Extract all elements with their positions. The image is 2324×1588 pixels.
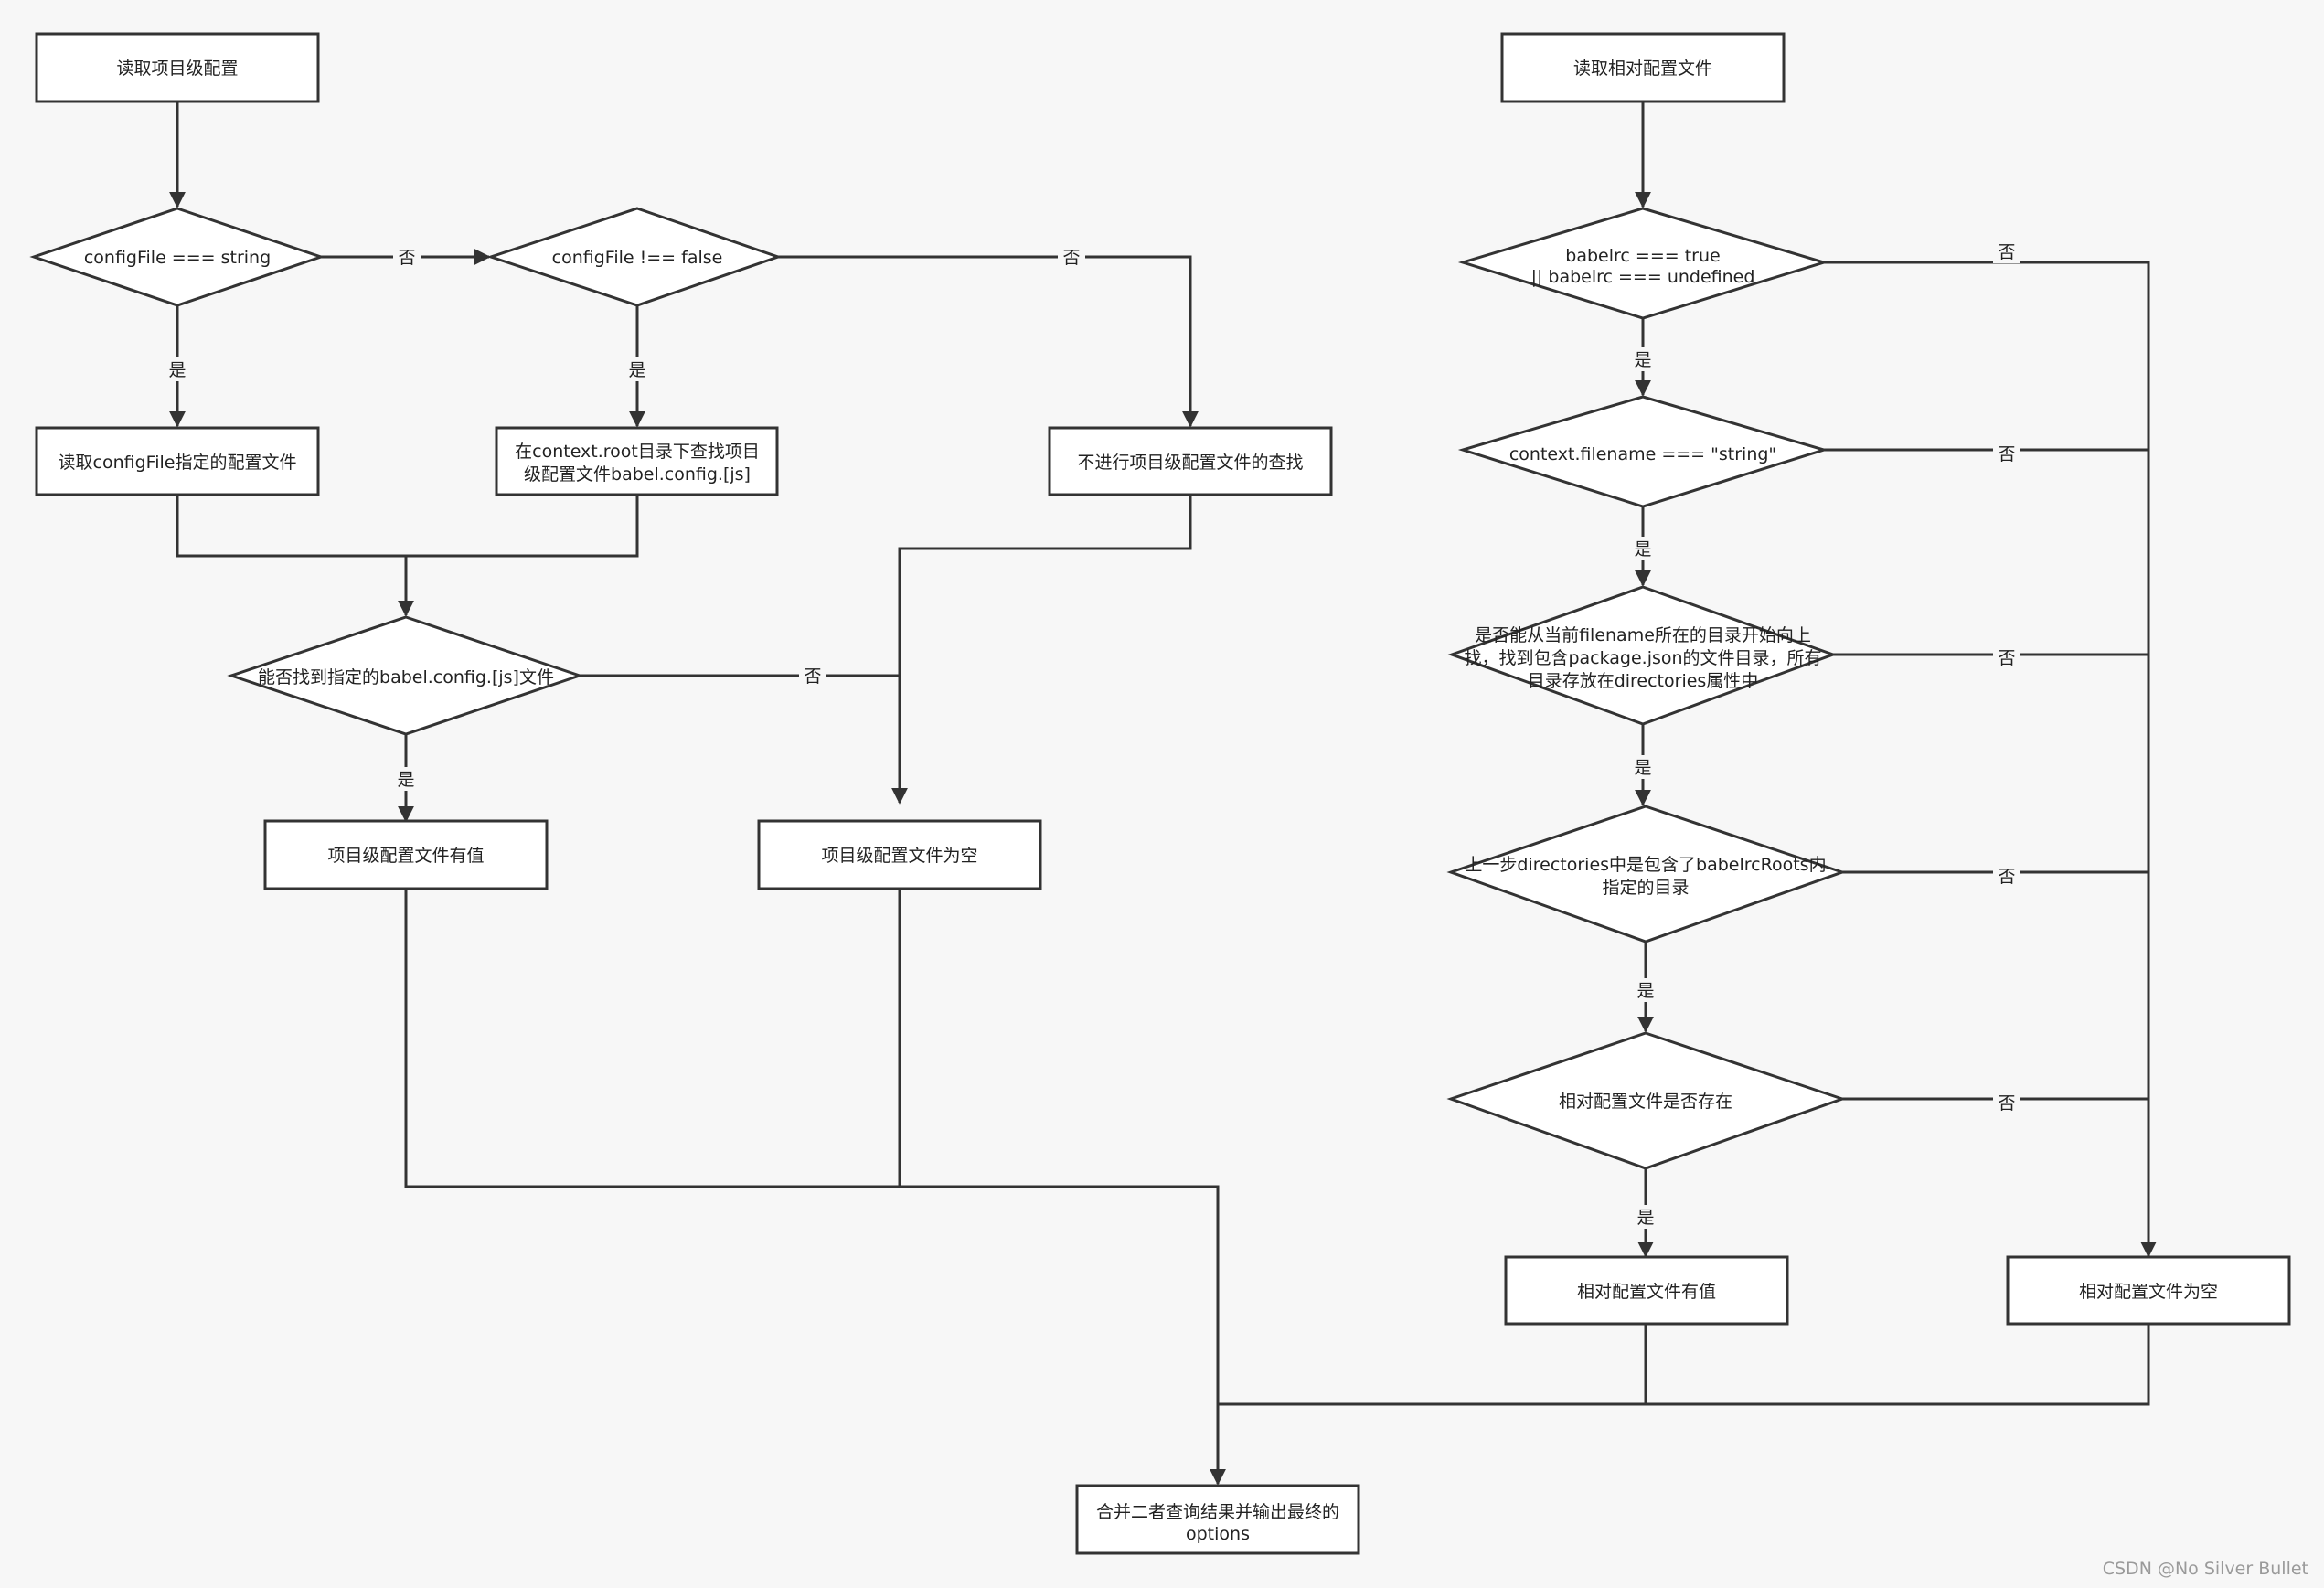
label-filename-yes: 是	[1634, 539, 1651, 560]
label-exists-yes: 是	[1636, 1208, 1654, 1228]
edge-project-value-to-merge	[404, 889, 1226, 1486]
node-project-empty-text: 项目级配置文件为空	[821, 846, 977, 866]
edge-labels: 否 否 是 是 否 是 是 是 是 是 是 否 否 否 否 否	[164, 240, 2020, 1229]
label-exists-no: 否	[1998, 1093, 2015, 1114]
node-read-project-text: 读取项目级配置	[116, 59, 238, 79]
label-babelrc-no: 否	[1998, 242, 2015, 262]
label-cond3-yes: 是	[397, 770, 414, 790]
node-cond-filename-string-text: context.filename === "string"	[1509, 444, 1776, 464]
label-filename-no: 否	[1998, 444, 2015, 464]
node-cond-search-up: 是否能从当前filename所在的目录开始向上 找，找到包含package.js…	[1447, 585, 1838, 726]
label-cond1-yes: 是	[168, 360, 186, 380]
node-cond-configfile-not-false-text: configFile !== false	[552, 248, 723, 268]
node-read-configfile: 读取configFile指定的配置文件	[35, 426, 320, 496]
node-merge-text-2: options	[1186, 1524, 1250, 1544]
node-project-empty: 项目级配置文件为空	[757, 819, 1042, 890]
node-cond-search-up-text-1: 是否能从当前filename所在的目录开始向上	[1475, 625, 1811, 645]
node-cond-search-up-text-3: 目录存放在directories属性中	[1528, 671, 1759, 691]
node-cond-relative-exists-text: 相对配置文件是否存在	[1559, 1092, 1732, 1112]
node-cond-filename-string: context.filename === "string"	[1457, 395, 1829, 508]
connectors-left	[169, 101, 1226, 1486]
label-cond2-yes: 是	[628, 360, 645, 380]
node-relative-has-value: 相对配置文件有值	[1504, 1255, 1789, 1326]
node-merge-text-1: 合并二者查询结果并输出最终的	[1096, 1502, 1339, 1522]
node-cond-babelrcroots: 上一步directories中是包含了babelrcRoots内 指定的目录	[1446, 805, 1847, 943]
node-project-has-value-text: 项目级配置文件有值	[327, 846, 484, 866]
edge-merge-to-cond3	[176, 495, 639, 558]
label-cond2-no: 否	[1062, 248, 1080, 268]
node-no-project-search-text: 不进行项目级配置文件的查找	[1077, 453, 1303, 473]
label-roots-no: 否	[1998, 867, 2015, 887]
node-read-project: 读取项目级配置	[35, 32, 320, 103]
label-search-up-yes: 是	[1634, 758, 1651, 778]
watermark: CSDN @No Silver Bullet	[2103, 1559, 2308, 1579]
label-cond3-no: 否	[804, 666, 821, 687]
node-cond-search-up-text-2: 找，找到包含package.json的文件目录，所有	[1464, 648, 1821, 668]
label-cond1-no: 否	[398, 248, 415, 268]
label-search-up-no: 否	[1998, 648, 2015, 668]
node-no-project-search: 不进行项目级配置文件的查找	[1048, 426, 1333, 496]
node-cond-configfile-string: configFile === string	[29, 207, 325, 307]
node-cond-found-babel-config-text: 能否找到指定的babel.config.[js]文件	[258, 667, 554, 687]
node-cond-babelrc-text-2: || babelrc === undefined	[1531, 267, 1755, 287]
node-read-configfile-text: 读取configFile指定的配置文件	[59, 453, 297, 473]
label-babelrc-yes: 是	[1634, 350, 1651, 370]
node-search-root-text-1: 在context.root目录下查找项目	[515, 442, 760, 462]
node-cond-babelrc-text-1: babelrc === true	[1565, 246, 1720, 266]
node-relative-empty-text: 相对配置文件为空	[2079, 1282, 2218, 1302]
node-relative-has-value-text: 相对配置文件有值	[1577, 1282, 1716, 1302]
edge-no-search-to-empty	[891, 495, 1192, 805]
node-project-has-value: 项目级配置文件有值	[263, 819, 549, 890]
node-cond-babelrc: babelrc === true || babelrc === undefine…	[1457, 207, 1829, 320]
node-search-root: 在context.root目录下查找项目 级配置文件babel.config.[…	[495, 426, 779, 496]
node-cond-babelrcroots-text-1: 上一步directories中是包含了babelrcRoots内	[1465, 855, 1826, 875]
edge-babelrc-no	[1824, 261, 2157, 1258]
label-roots-yes: 是	[1636, 981, 1654, 1001]
node-cond-configfile-string-text: configFile === string	[84, 248, 271, 268]
node-relative-empty: 相对配置文件为空	[2006, 1255, 2291, 1326]
node-cond-found-babel-config: 能否找到指定的babel.config.[js]文件	[227, 615, 584, 736]
edge-relative-empty-to-merge	[1646, 1324, 2150, 1406]
node-search-root-text-2: 级配置文件babel.config.[js]	[524, 464, 751, 485]
node-read-relative-text: 读取相对配置文件	[1573, 59, 1712, 79]
edge-relative-value-to-merge	[1218, 1324, 1647, 1406]
node-read-relative: 读取相对配置文件	[1500, 32, 1786, 103]
node-cond-relative-exists: 相对配置文件是否存在	[1446, 1031, 1847, 1170]
node-merge: 合并二者查询结果并输出最终的 options	[1075, 1484, 1360, 1555]
edge-cond2-no	[778, 255, 1199, 428]
node-cond-configfile-not-false: configFile !== false	[486, 207, 783, 307]
node-cond-babelrcroots-text-2: 指定的目录	[1602, 878, 1689, 898]
